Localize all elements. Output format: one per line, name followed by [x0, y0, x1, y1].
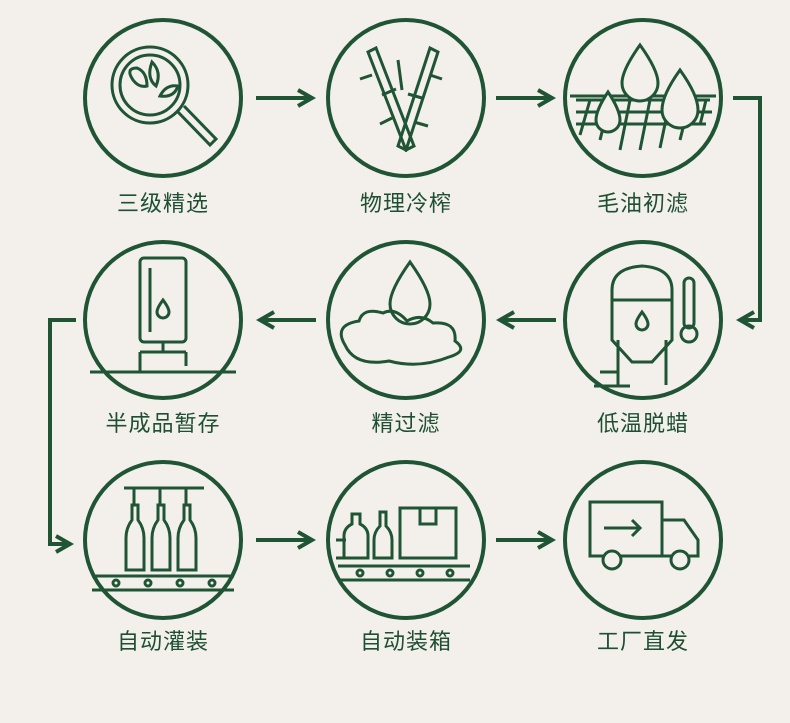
tank-thermometer-icon [594, 264, 699, 388]
press-stalks-icon [359, 45, 443, 153]
step-circle-9 [563, 460, 723, 620]
bottles-box-conveyor-icon [336, 506, 470, 582]
step-label-5: 精过滤 [371, 412, 441, 437]
step-label-4: 低温脱蜡 [596, 412, 689, 437]
delivery-truck-icon [588, 500, 700, 571]
step-label-7: 自动灌装 [116, 630, 209, 655]
step-circle-6 [83, 240, 243, 400]
drops-filter-mesh-icon [570, 42, 716, 151]
storage-tank-icon [90, 256, 236, 374]
step-circle-4 [563, 240, 723, 400]
step-label-2: 物理冷榨 [359, 192, 452, 217]
drop-foam-icon [339, 259, 463, 366]
arrow-icon [48, 88, 762, 554]
step-circle-1 [83, 18, 243, 178]
bottle-filling-icon [92, 486, 234, 592]
step-circle-5 [326, 240, 486, 400]
step-label-8: 自动装箱 [359, 630, 452, 655]
step-circle-3 [563, 18, 723, 178]
step-label-6: 半成品暂存 [105, 412, 221, 437]
step-label-1: 三级精选 [116, 192, 209, 217]
step-circle-2 [326, 18, 486, 178]
step-circle-7 [83, 460, 243, 620]
step-circle-8 [326, 460, 486, 620]
step-label-9: 工厂直发 [596, 630, 689, 655]
step-label-3: 毛油初滤 [596, 192, 689, 217]
magnifier-leaves-icon [110, 45, 219, 148]
